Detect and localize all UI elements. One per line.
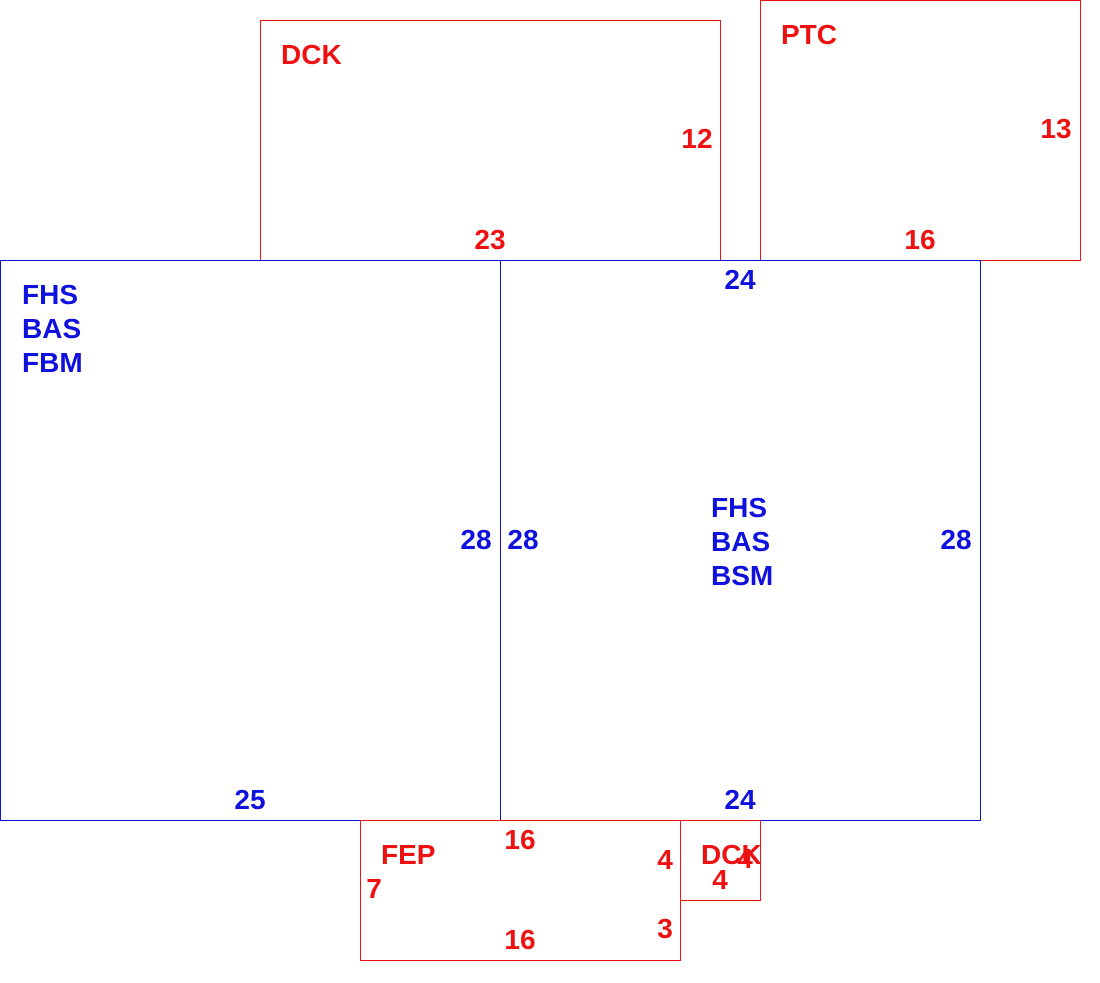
- right-main-dim-bottom: 24: [724, 784, 756, 815]
- right-main-dim-top: 24: [724, 264, 756, 295]
- ptc-label: PTC: [781, 19, 837, 50]
- dck-small-area: [680, 820, 761, 901]
- right-main-code-3: BSM: [711, 560, 774, 591]
- right-main-code-1: FHS: [711, 492, 767, 523]
- right-main-dim-right: 28: [940, 524, 972, 555]
- fep-dim-top: 16: [504, 824, 536, 855]
- dck-top-label: DCK: [281, 39, 342, 70]
- fep-dim-bottom: 16: [504, 924, 536, 955]
- dck-top-dim-bottom: 23: [474, 224, 506, 255]
- dck-small-dim-bottom: 4: [712, 864, 728, 895]
- right-main-code-2: BAS: [711, 526, 771, 557]
- left-main-codes: FHS BAS FBM: [22, 278, 83, 380]
- left-main-dim-bottom: 25: [234, 784, 266, 815]
- right-main-dim-left: 28: [507, 524, 539, 555]
- left-main-dim-right: 28: [460, 524, 492, 555]
- fep-dim-right-lower: 3: [657, 913, 673, 944]
- dck-small-dim-right: 4: [737, 843, 753, 874]
- ptc-dim-right: 13: [1040, 113, 1072, 144]
- ptc-dim-bottom: 16: [904, 224, 936, 255]
- dck-top-dim-right: 12: [681, 123, 713, 154]
- fep-dim-left: 7: [366, 873, 382, 904]
- fep-dim-right-upper: 4: [657, 844, 673, 875]
- right-main-codes: FHS BAS BSM: [711, 491, 773, 593]
- left-main-code-1: FHS: [22, 279, 78, 310]
- dck-small-label: DCK: [701, 839, 762, 870]
- left-main-code-2: BAS: [22, 313, 82, 344]
- fep-label: FEP: [381, 839, 436, 870]
- left-main-code-3: FBM: [22, 347, 83, 378]
